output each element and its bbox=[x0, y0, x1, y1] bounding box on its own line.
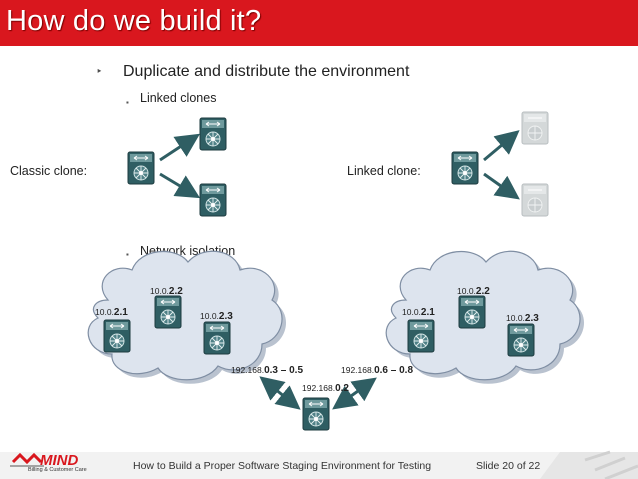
linked-clone-target-router-top bbox=[521, 111, 549, 145]
left-ip-2-1: 10.0.2.1 bbox=[95, 307, 128, 318]
linked-clone-source-router bbox=[451, 151, 479, 185]
bullet-linked-clones: Linked clones bbox=[140, 91, 217, 105]
left-cloud-router-1 bbox=[103, 319, 131, 353]
right-cloud-router-1 bbox=[407, 319, 435, 353]
sub-bullet-icon: ▪ bbox=[126, 250, 129, 259]
footer-caption: How to Build a Proper Software Staging E… bbox=[133, 460, 432, 472]
right-cloud-router-2 bbox=[458, 295, 486, 329]
double-arrow-icon bbox=[332, 377, 377, 410]
classic-clone-label: Classic clone: bbox=[10, 164, 88, 178]
right-ip-2-3: 10.0.2.3 bbox=[506, 313, 539, 324]
right-ip-2-2: 10.0.2.2 bbox=[457, 286, 490, 297]
linked-clone-label: Linked clone: bbox=[347, 164, 421, 178]
center-router bbox=[302, 397, 330, 431]
arrow-icon bbox=[159, 133, 201, 162]
mind-logo-icon bbox=[10, 452, 44, 467]
footer-decoration bbox=[540, 452, 638, 479]
center-ip: 192.168.0.2 bbox=[302, 383, 349, 394]
classic-clone-target-router-bottom bbox=[199, 183, 227, 217]
right-nat-range: 192.168.0.6 – 0.8 bbox=[341, 365, 414, 376]
left-network-cloud bbox=[87, 250, 287, 384]
title-bar bbox=[0, 0, 638, 46]
bullet-main: Duplicate and distribute the environment bbox=[123, 63, 410, 80]
left-nat-range: 192.168.0.3 – 0.5 bbox=[231, 365, 304, 376]
linked-clone-target-router-bottom bbox=[521, 183, 549, 217]
arrow-icon bbox=[483, 130, 520, 162]
sub-bullet-icon: ▪ bbox=[126, 98, 129, 107]
right-ip-2-1: 10.0.2.1 bbox=[402, 307, 435, 318]
double-arrow-icon bbox=[259, 376, 301, 410]
left-ip-2-2: 10.0.2.2 bbox=[150, 286, 183, 297]
slide-title: How do we build it? bbox=[6, 5, 262, 37]
arrow-icon bbox=[159, 172, 201, 199]
slide-number: Slide 20 of 22 bbox=[476, 460, 541, 472]
logo-subtitle: Billing & Customer Care bbox=[28, 467, 87, 473]
footer-decoration bbox=[584, 450, 638, 479]
left-cloud-router-2 bbox=[154, 295, 182, 329]
classic-clone-target-router-top bbox=[199, 117, 227, 151]
classic-clone-source-router bbox=[127, 151, 155, 185]
footer-band bbox=[0, 452, 638, 479]
logo-text: MIND bbox=[40, 452, 79, 469]
right-cloud-router-3 bbox=[507, 323, 535, 357]
bullet-arrow-icon: ‣ bbox=[96, 66, 103, 78]
arrow-icon bbox=[483, 172, 520, 200]
left-cloud-router-3 bbox=[203, 321, 231, 355]
left-ip-2-3: 10.0.2.3 bbox=[200, 311, 233, 322]
